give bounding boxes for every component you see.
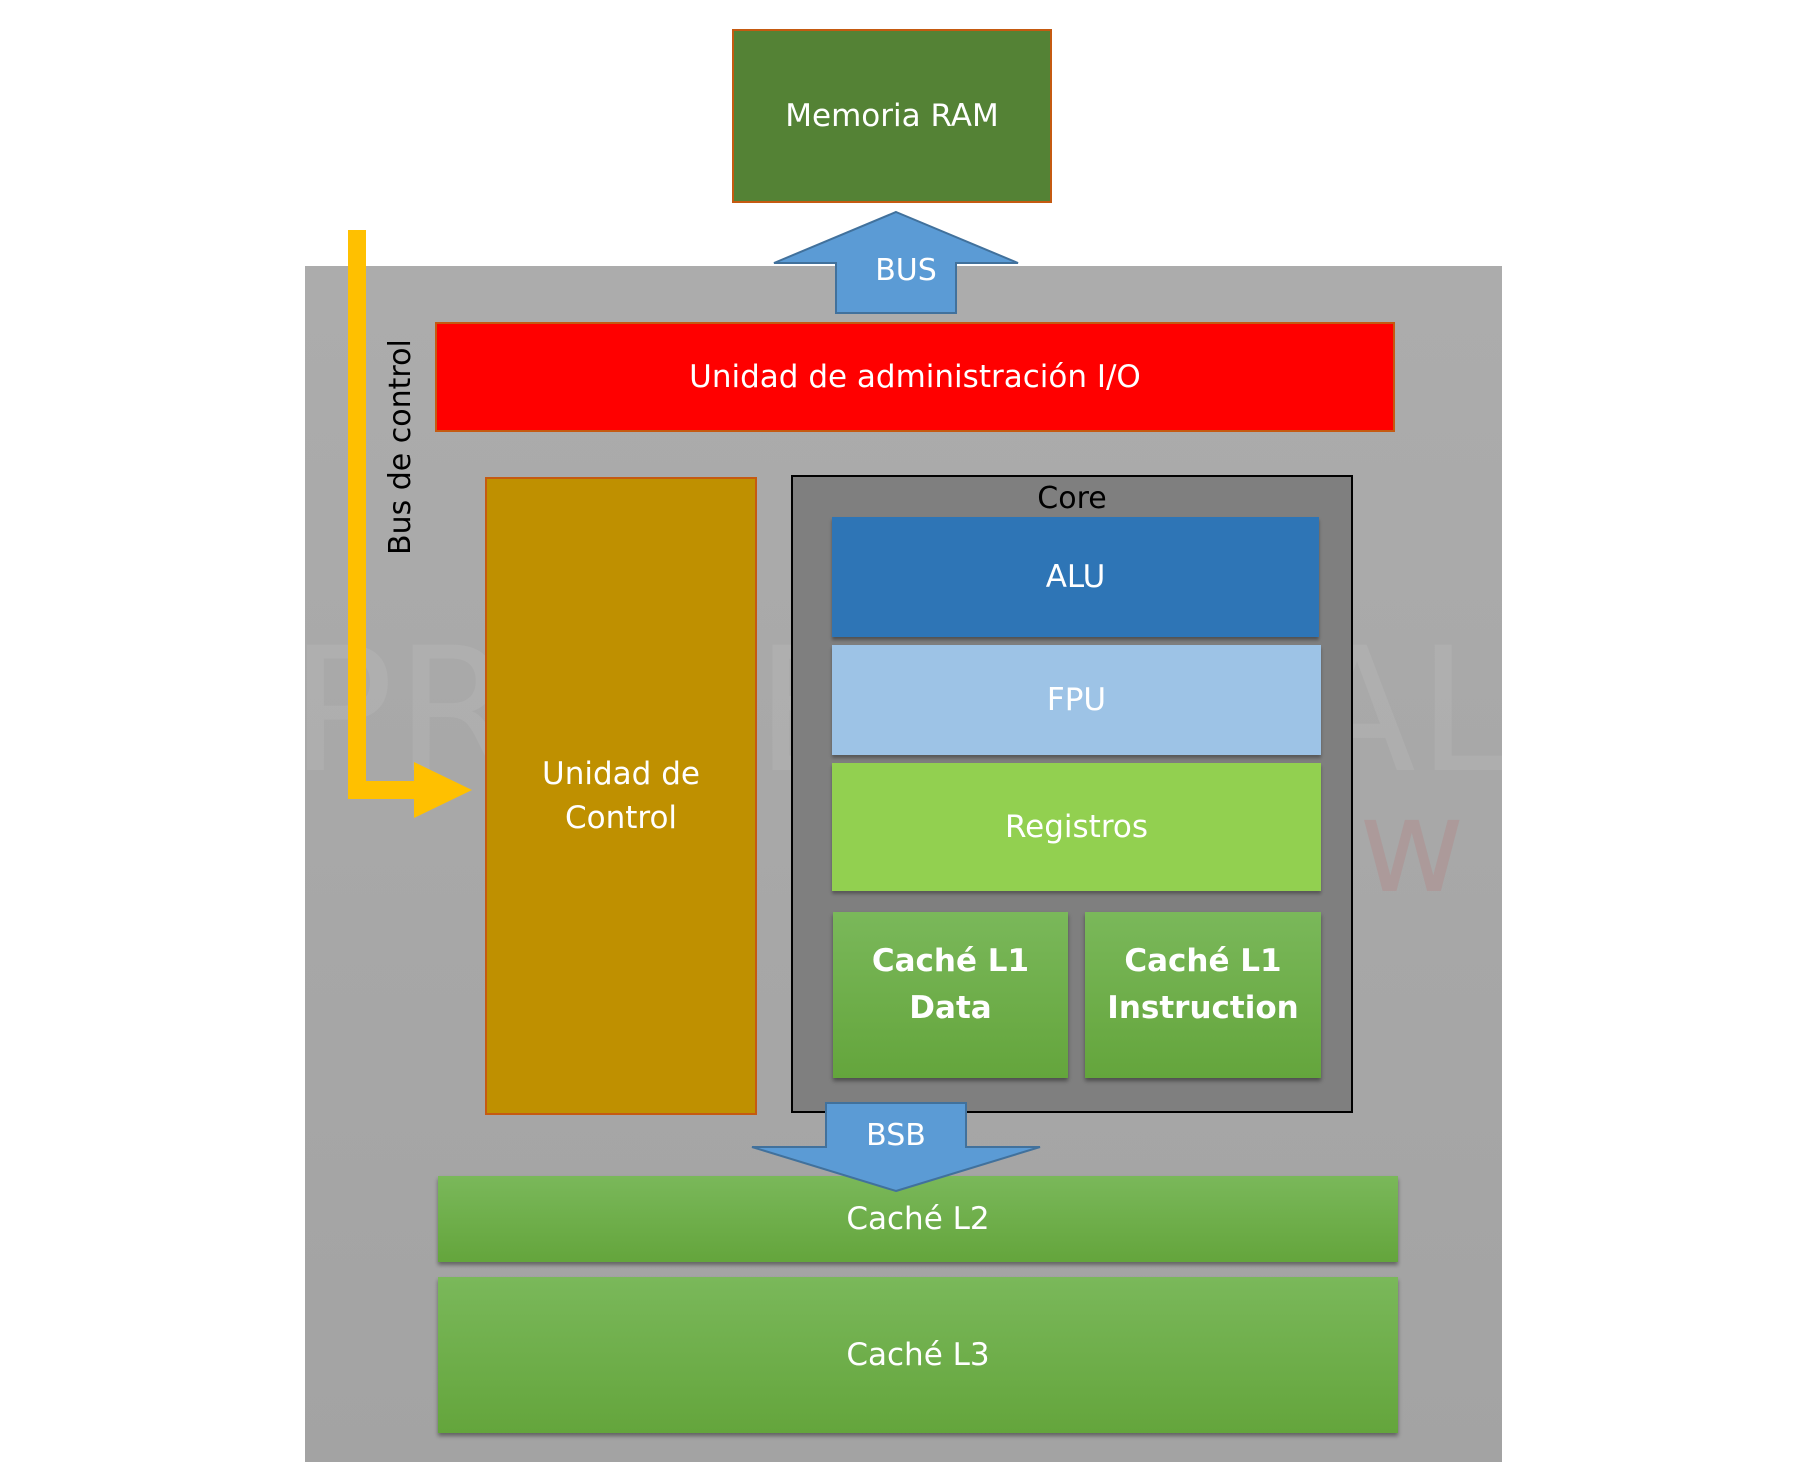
memory-ram-label: Memoria RAM [785,98,999,134]
alu-label: ALU [1045,559,1106,595]
alu-box: ALU [832,517,1319,637]
bsb-label: BSB [866,1118,926,1153]
cache-l2-box: Caché L2 [438,1176,1398,1262]
control-unit-box: Unidad de Control [485,477,757,1115]
control-bus-arrow [348,230,420,799]
cache-l3-label: Caché L3 [846,1337,990,1373]
bus-label: BUS [875,253,937,288]
io-unit-box: Unidad de administración I/O [435,322,1395,432]
registers-box: Registros [832,763,1321,891]
registers-label: Registros [1005,809,1148,845]
bsb-arrow [751,1102,1041,1193]
cache-l1-instruction-label-line2: Instruction [1107,989,1299,1026]
cache-l1-instruction-box: Caché L1 Instruction [1085,912,1321,1078]
core-label: Core [1037,481,1107,516]
cache-l1-instruction-label-line1: Caché L1 [1124,943,1282,979]
io-unit-label: Unidad de administración I/O [689,359,1141,395]
fpu-box: FPU [832,645,1321,755]
cache-l1-data-label-line1: Caché L1 [871,943,1030,979]
control-bus-arrowhead [414,762,472,818]
cache-l3-box: Caché L3 [438,1277,1398,1433]
fpu-label: FPU [1046,682,1107,718]
control-unit-label-line2: Control [564,800,678,836]
cache-l1-data-box: Caché L1 Data [833,912,1068,1078]
bus-arrow [773,210,1019,314]
control-bus-label: Bus de control [383,339,418,555]
cache-l1-data-label-line2: Data [909,989,992,1026]
cache-l2-label: Caché L2 [846,1201,990,1237]
control-unit-label-line1: Unidad de [542,755,700,792]
memory-ram-box: Memoria RAM [732,29,1052,203]
